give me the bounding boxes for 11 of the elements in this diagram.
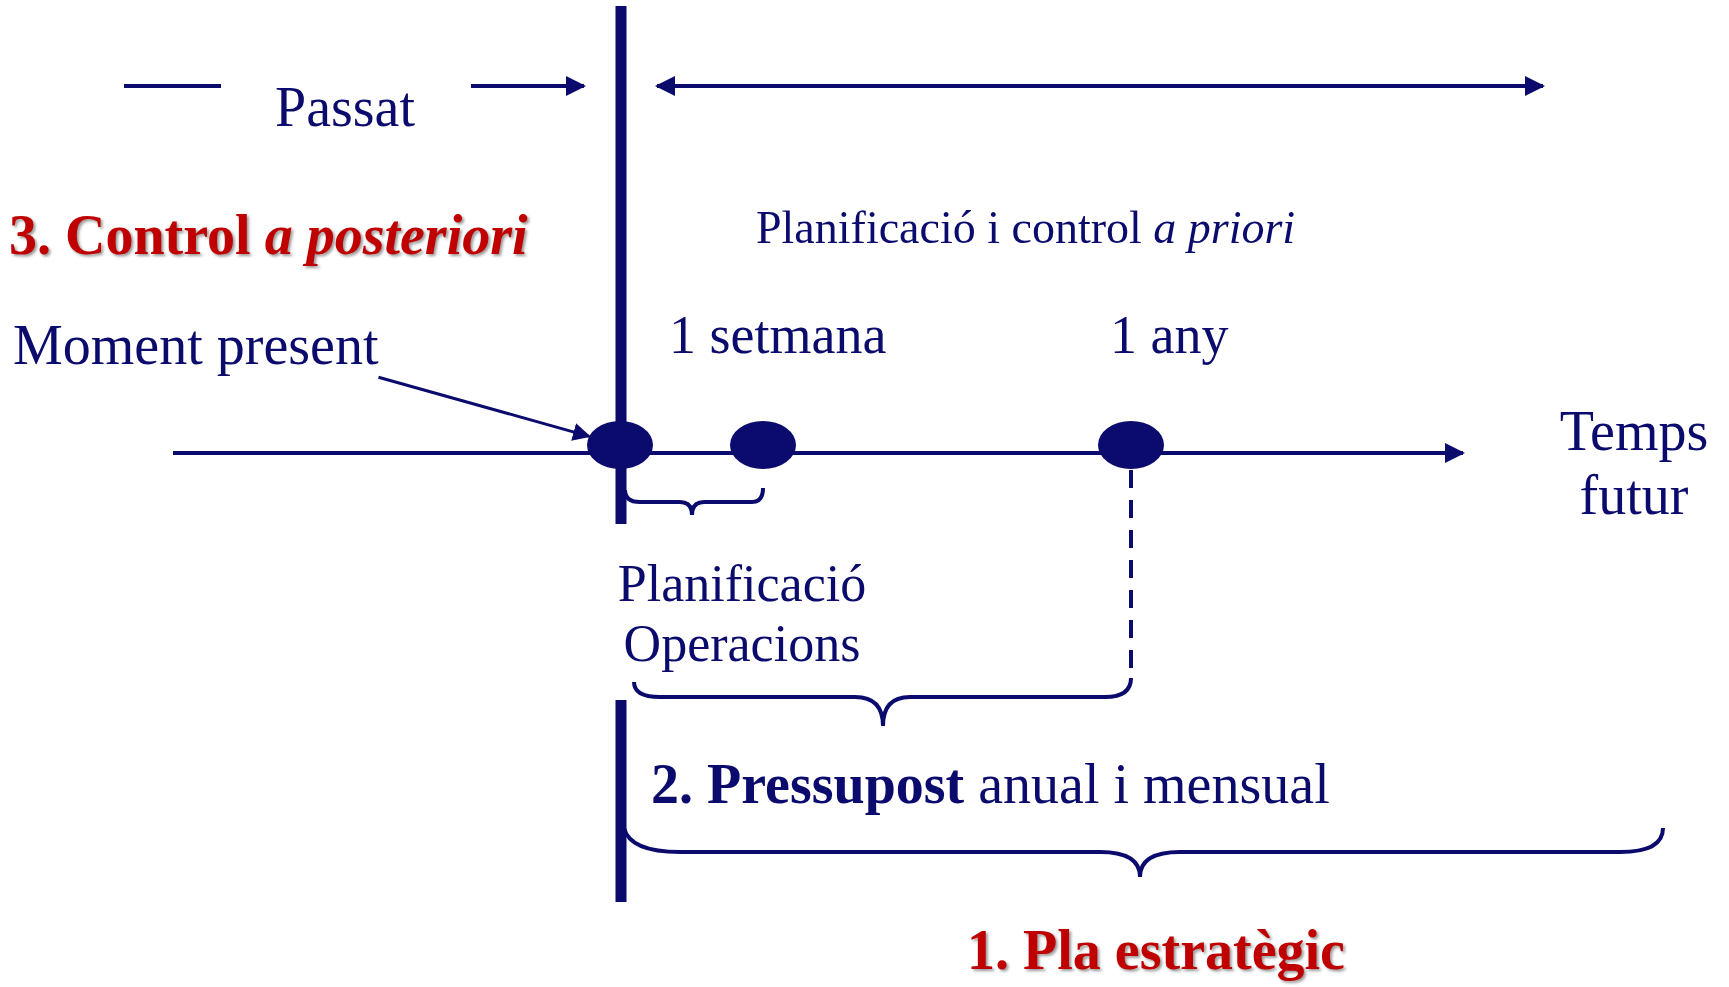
time-label: 1 setmana [669,303,887,367]
span-label: Planificació Operacions [616,554,868,674]
period-label: Planificació i control a priori [756,201,1296,255]
text-label: Moment present [13,312,379,378]
time-label: 1 any [1110,303,1229,367]
section-heading: 2. Pressupost anual i mensual [651,751,1330,817]
period-label: Passat [275,74,415,140]
section-heading: 1. Pla estratègic [967,917,1345,983]
leader-line [378,375,591,441]
section-heading: 3. Control a posteriori [9,202,528,268]
axis-label: Temps futur [1558,398,1710,528]
